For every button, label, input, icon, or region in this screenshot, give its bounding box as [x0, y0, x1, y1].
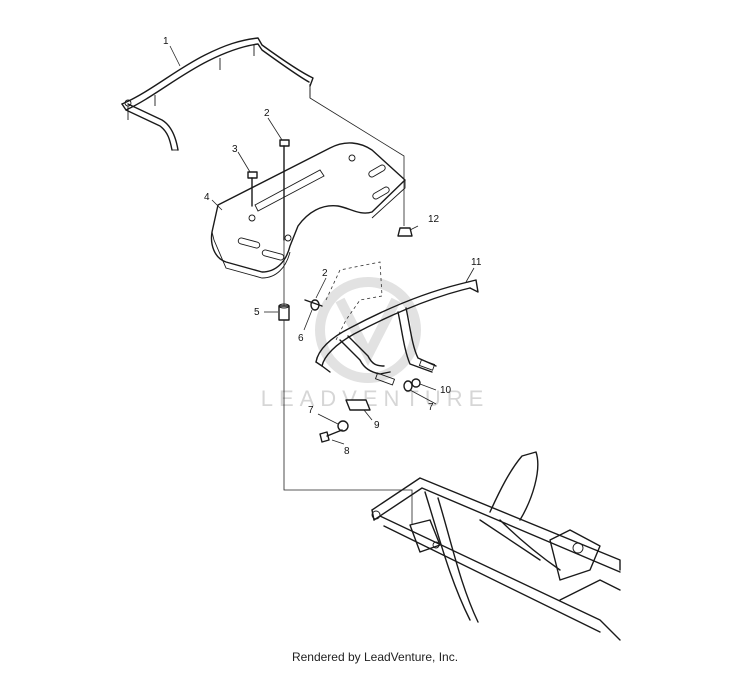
part-2-bolt-upper[interactable]	[279, 139, 290, 241]
callout-2-upper: 2	[264, 108, 270, 119]
part-4-rack-plate[interactable]	[210, 142, 406, 279]
part-12-nut[interactable]	[397, 227, 413, 237]
callout-9: 9	[374, 420, 380, 431]
footer-credit: Rendered by LeadVenture, Inc.	[291, 650, 459, 664]
watermark: LEADVENTURE	[261, 277, 490, 411]
callout-1: 1	[163, 36, 169, 47]
vehicle-frame	[371, 451, 621, 641]
part-7-washer-left[interactable]	[337, 420, 349, 432]
callout-8: 8	[344, 446, 350, 457]
callout-10: 10	[440, 385, 452, 396]
callout-4: 4	[204, 192, 210, 203]
callout-7-right: 7	[428, 402, 434, 413]
part-11-support-bar[interactable]	[315, 279, 479, 386]
callout-12: 12	[428, 214, 440, 225]
callout-2-lower: 2	[322, 268, 328, 279]
part-7-washer-right[interactable]	[403, 380, 413, 392]
part-10-nut[interactable]	[411, 378, 421, 388]
callout-7-left: 7	[308, 405, 314, 416]
part-3-bolt[interactable]	[247, 171, 258, 207]
part-9-plate[interactable]	[345, 399, 371, 411]
part-1-rack-rail[interactable]	[121, 37, 314, 151]
part-5-spacer[interactable]	[278, 303, 290, 321]
part-8-bolt[interactable]	[319, 429, 343, 443]
callout-11: 11	[471, 257, 482, 268]
callout-6: 6	[298, 333, 304, 344]
part-2-bolt-lower[interactable]	[304, 299, 323, 307]
callout-5: 5	[254, 307, 260, 318]
callout-3: 3	[232, 144, 238, 155]
watermark-text: LEADVENTURE	[261, 386, 490, 411]
alignment-lines	[169, 45, 475, 525]
